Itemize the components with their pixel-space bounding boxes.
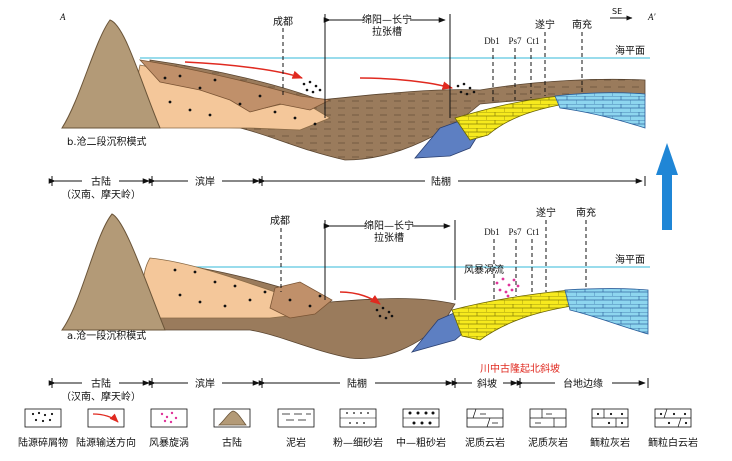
well-ps7-bottom: Ps7: [508, 227, 522, 237]
panel-title-bottom: a.沧一段沉积模式: [67, 329, 146, 342]
brown-sand-bottom: [269, 281, 333, 319]
legend-label-storm-vortex: 风暴旋涡: [149, 436, 189, 449]
nanchong-label-top: 南充: [572, 18, 592, 31]
zone-scale-bottom: [48, 378, 649, 388]
slope-label-bottom: 川中古隆起北斜坡: [480, 362, 560, 375]
sand-dots-bottom: [173, 268, 322, 308]
legend-label-oolitic-limestone: 鲕粒灰岩: [590, 436, 630, 449]
rift-label-2-top: 拉张槽: [372, 25, 402, 38]
legend-label-argillaceous-dolomite: 泥质云岩: [465, 436, 505, 449]
corner-a-prime-top: A′: [647, 12, 656, 22]
zone-shore-top: 滨岸: [195, 175, 215, 188]
zone-platform-bottom: 台地边缘: [563, 377, 603, 390]
legend-icon-old-land: [213, 408, 251, 428]
bottom-panel: 风暴涡流 绵阳—长宁 拉张槽 成都 Db1 Ps7 Ct1 遂宁: [48, 206, 650, 403]
legend-icon-medium-coarse-sandstone: [402, 408, 440, 428]
sea-level-label-top: 海平面: [615, 44, 645, 57]
legend-label-silt-fine-sandstone: 粉—细砂岩: [333, 436, 383, 449]
zone-oldland-sub-bottom: （汉南、摩天岭）: [61, 390, 141, 403]
legend-label-mudstone: 泥岩: [286, 436, 306, 449]
transport-arrow-bottom-1: [339, 291, 381, 305]
legend-label-oolitic-dolomite: 鲕粒白云岩: [648, 436, 698, 449]
rift-label-1-bottom: 绵阳—长宁: [364, 219, 414, 232]
zone-oldland-top: 古陆: [91, 175, 111, 188]
chengdu-label-top: 成都: [273, 16, 293, 28]
nanchong-label-bottom: 南充: [576, 206, 596, 219]
suining-label-bottom: 遂宁: [536, 206, 556, 219]
legend-label-old-land: 古陆: [222, 436, 242, 449]
well-ps7-top: Ps7: [508, 36, 522, 46]
debris-cluster-top-1: [302, 80, 322, 94]
legend-icon-argillaceous-dolomite: [466, 408, 504, 428]
legend-icon-transport-arrow: [87, 408, 125, 428]
panel-title-top: b.沧二段沉积模式: [67, 135, 147, 148]
well-ct1-bottom: Ct1: [526, 227, 539, 237]
old-land-top: [61, 19, 161, 129]
legend-icon-silt-fine-sandstone: [339, 408, 377, 428]
zone-slope-bottom: 斜坡: [477, 377, 497, 390]
legend-label-medium-coarse-sandstone: 中—粗砂岩: [396, 436, 446, 449]
legend-label-argillaceous-limestone: 泥质灰岩: [528, 436, 568, 449]
top-panel: 绵阳—长宁 拉张槽 成都 Db1 Ps7 Ct1 遂宁 南充 A A′ SE 海…: [48, 7, 656, 201]
legend: 陆源碎屑物 陆源输送方向 风暴旋涡 古陆 泥岩 粉—细砂岩 中—粗砂岩 泥质云岩…: [18, 408, 698, 449]
legend-icon-mudstone: [277, 408, 315, 428]
well-db1-bottom: Db1: [484, 227, 500, 237]
transport-arrow-top-2: [359, 77, 454, 90]
zone-oldland-sub-top: （汉南、摩天岭）: [61, 188, 141, 201]
legend-icon-oolitic-limestone: [591, 408, 629, 428]
zone-shelf-bottom: 陆棚: [347, 377, 367, 390]
transport-arrow-top-1: [184, 61, 303, 79]
zone-oldland-bottom: 古陆: [91, 377, 111, 390]
rift-label-1-top: 绵阳—长宁: [362, 13, 412, 26]
brown-sand-top: [138, 59, 332, 113]
storm-label-bottom: 风暴涡流: [464, 263, 504, 276]
zone-shelf-top: 陆棚: [431, 175, 451, 188]
legend-icon-storm-vortex: [150, 408, 188, 428]
chengdu-label-bottom: 成都: [270, 215, 290, 227]
old-land-bottom: [61, 213, 166, 331]
debris-cluster-top-2: [456, 82, 476, 96]
up-arrow: [656, 143, 678, 230]
zone-scale-top: [48, 176, 646, 186]
rift-label-2-bottom: 拉张槽: [374, 231, 404, 244]
legend-icon-oolitic-dolomite: [654, 408, 692, 428]
legend-label-transport-arrow: 陆源输送方向: [76, 436, 136, 449]
well-db1-top: Db1: [484, 36, 500, 46]
storm-vortex-bottom: [495, 277, 520, 298]
legend-icon-terrigenous-debris: [24, 408, 62, 428]
suining-label-top: 遂宁: [535, 18, 555, 31]
legend-label-terrigenous-debris: 陆源碎屑物: [18, 436, 68, 449]
sand-dots-top: [163, 74, 317, 126]
debris-cluster-bottom: [375, 306, 394, 320]
corner-a-top: A: [59, 12, 66, 22]
sea-level-label-bottom: 海平面: [615, 253, 645, 266]
zone-shore-bottom: 滨岸: [195, 377, 215, 390]
legend-icon-argillaceous-limestone: [529, 408, 567, 428]
direction-label: SE: [612, 7, 622, 16]
well-ct1-top: Ct1: [526, 36, 539, 46]
